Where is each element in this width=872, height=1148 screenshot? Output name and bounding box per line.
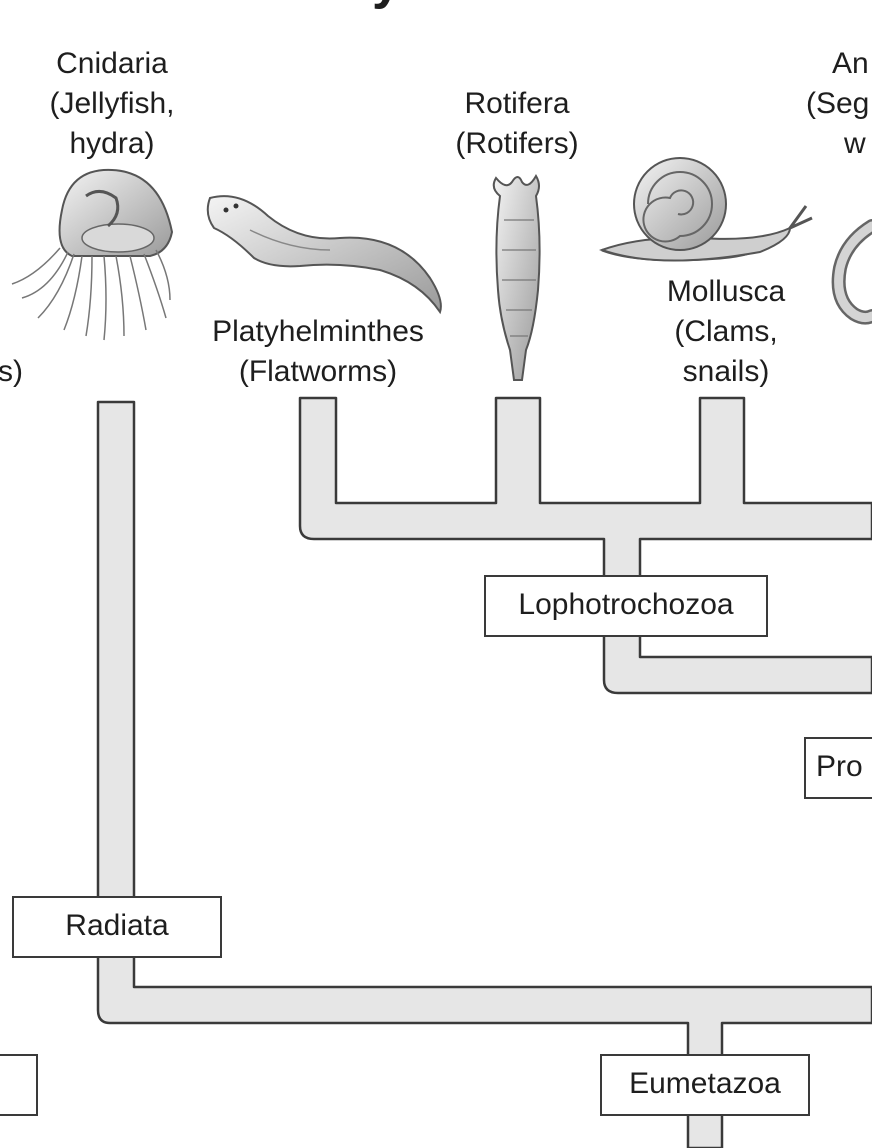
mollusca-name: Mollusca [666, 275, 786, 308]
rotifer-icon [492, 174, 541, 381]
platyhelminthes-name: Platyhelminthes [212, 315, 424, 348]
cnidaria-common-2: hydra) [69, 127, 155, 160]
branch-lophotrochozoa [298, 396, 872, 695]
rotifera-name: Rotifera [464, 87, 570, 120]
taxon-label-platyhelminthes: Platyhelminthes (Flatworms) [186, 312, 450, 392]
left-cut-fragment-2: s) [0, 355, 23, 388]
cnidaria-name: Cnidaria [56, 47, 168, 80]
flatworm-icon [206, 195, 442, 315]
rotifera-common: (Rotifers) [455, 127, 579, 160]
clade-label-lophotrochozoa: Lophotrochozoa [518, 588, 734, 621]
clade-label-eumetazoa: Eumetazoa [629, 1067, 781, 1100]
annelida-common-2: w [844, 127, 866, 160]
taxon-label-left-cut: ) s) [0, 312, 28, 392]
annelida-common-1: (Seg [806, 87, 870, 120]
mollusca-common-1: (Clams, [674, 315, 778, 348]
title-fragment: y [372, 0, 401, 10]
taxon-label-annelida: An (Seg w [806, 44, 872, 164]
clade-label-radiata: Radiata [65, 909, 169, 942]
annelida-name: An [832, 47, 869, 80]
clade-label-protostomia: Pro [816, 750, 863, 783]
mollusca-common-2: snails) [682, 355, 770, 388]
taxon-label-cnidaria: Cnidaria (Jellyfish, hydra) [22, 44, 202, 164]
branch-radiata [96, 400, 872, 1148]
clade-box-radiata: Radiata [12, 896, 222, 958]
taxon-label-mollusca: Mollusca (Clams, snails) [636, 272, 816, 392]
clade-box-eumetazoa: Eumetazoa [600, 1054, 810, 1116]
clade-box-left-cut [0, 1054, 38, 1116]
jellyfish-icon [11, 168, 174, 341]
platyhelminthes-common: (Flatworms) [238, 355, 398, 388]
clade-box-protostomia: Pro [804, 737, 872, 799]
cnidaria-common-1: (Jellyfish, [49, 87, 175, 120]
clade-box-lophotrochozoa: Lophotrochozoa [484, 575, 768, 637]
segmented-worm-icon [831, 219, 872, 325]
snail-icon [599, 157, 813, 262]
taxon-label-rotifera: Rotifera (Rotifers) [432, 84, 602, 164]
